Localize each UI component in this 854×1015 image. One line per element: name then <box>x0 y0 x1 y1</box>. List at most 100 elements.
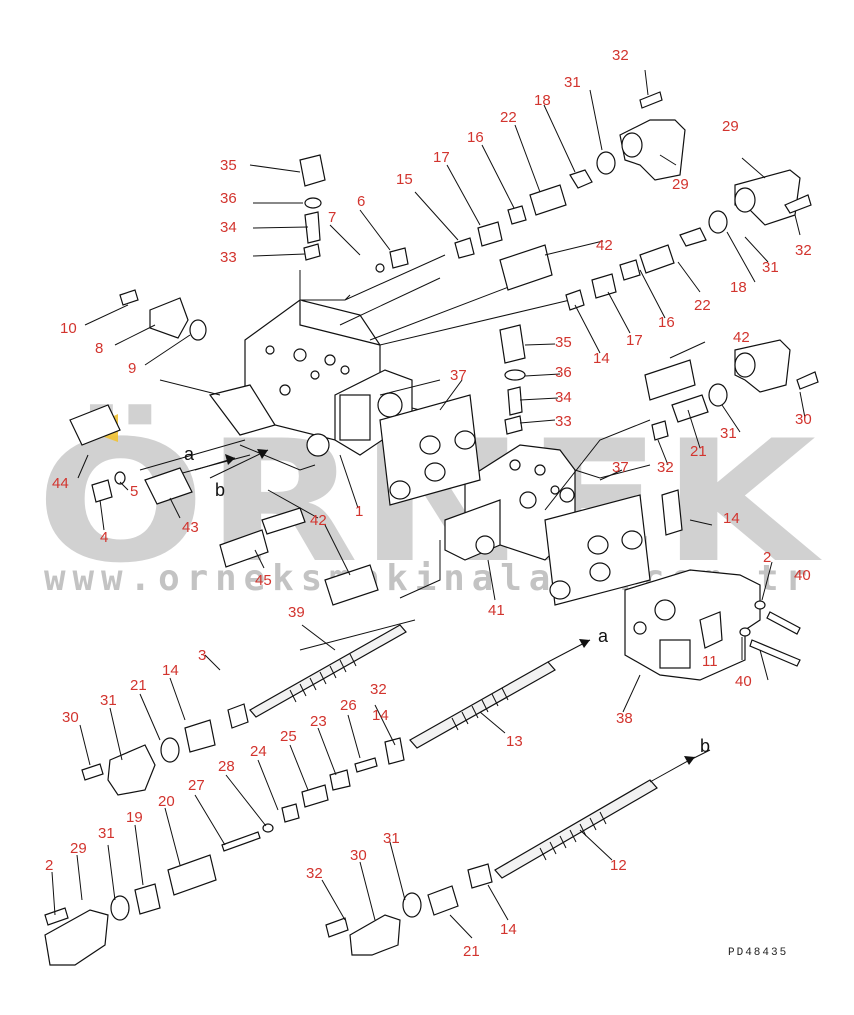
callout-label: 4 <box>100 529 108 546</box>
callout-label: 7 <box>328 209 336 226</box>
flow-label-b: b <box>700 736 710 756</box>
callout-label: 17 <box>433 149 450 166</box>
flow-label-b: b <box>215 480 225 500</box>
callout-label: 30 <box>62 709 79 726</box>
callout-label: 32 <box>306 865 323 882</box>
spool-11 <box>249 624 407 718</box>
callout-label: 32 <box>795 242 812 259</box>
spool-12 <box>494 779 658 879</box>
callout-label: 43 <box>182 519 199 536</box>
callout-label: 31 <box>100 692 117 709</box>
callout-label: 29 <box>722 118 739 135</box>
callout-label: 14 <box>593 350 610 367</box>
callout-label: 34 <box>220 219 237 236</box>
callout-label: 31 <box>564 74 581 91</box>
flow-arrows <box>194 449 696 783</box>
callout-label: 12 <box>610 857 627 874</box>
callout-label: 33 <box>555 413 572 430</box>
callout-label: 31 <box>720 425 737 442</box>
valve-body-3 <box>624 569 761 681</box>
lower-right-parts <box>325 863 493 956</box>
drawing-code: PD48435 <box>728 947 788 959</box>
callout-label: 19 <box>126 809 143 826</box>
callout-label: 45 <box>255 572 272 589</box>
callout-label: 40 <box>794 567 811 584</box>
callout-label: 27 <box>188 777 205 794</box>
right-mid-parts <box>644 339 819 667</box>
callout-label: 14 <box>723 510 740 527</box>
top-right-parts <box>454 91 812 311</box>
callout-label: 36 <box>555 364 572 381</box>
flow-label-a: a <box>598 626 609 646</box>
callout-label: 29 <box>70 840 87 857</box>
gasket-plate-upper <box>379 394 481 506</box>
callout-label: 35 <box>555 334 572 351</box>
callout-label: 8 <box>95 340 103 357</box>
callout-label: 20 <box>158 793 175 810</box>
callout-label: 17 <box>626 332 643 349</box>
callout-label: 13 <box>506 733 523 750</box>
callout-label: 5 <box>130 483 138 500</box>
callout-label: 34 <box>555 389 572 406</box>
callout-label: 30 <box>795 411 812 428</box>
lower-left-parts <box>44 703 405 966</box>
callout-label: 21 <box>130 677 147 694</box>
callout-label: 16 <box>658 314 675 331</box>
callout-label: 22 <box>694 297 711 314</box>
left-parts <box>69 289 379 606</box>
callout-label: 28 <box>218 758 235 775</box>
callout-label: 35 <box>220 157 237 174</box>
callout-label: 23 <box>310 713 327 730</box>
callout-label: 14 <box>162 662 179 679</box>
callout-label: 33 <box>220 249 237 266</box>
callout-label: 2 <box>763 549 771 566</box>
callout-label: 21 <box>463 943 480 960</box>
callout-label: 37 <box>612 459 629 476</box>
callout-label: 30 <box>350 847 367 864</box>
callout-label: 18 <box>730 279 747 296</box>
callout-label: 39 <box>288 604 305 621</box>
callout-label: 36 <box>220 190 237 207</box>
callout-label: 41 <box>488 602 505 619</box>
callout-label: 32 <box>370 681 387 698</box>
callout-label: 14 <box>500 921 517 938</box>
callout-label: 44 <box>52 475 69 492</box>
callout-label: 10 <box>60 320 77 337</box>
callout-label: 14 <box>372 707 389 724</box>
callout-label: 21 <box>690 443 707 460</box>
callout-labels: 32 31 18 22 16 17 29 15 42 35 36 6 7 34 … <box>45 47 812 960</box>
callout-label: 31 <box>383 830 400 847</box>
spool-13 <box>409 661 556 749</box>
callout-label: 29 <box>672 176 689 193</box>
plug-stack-right <box>499 324 526 435</box>
callout-label: 26 <box>340 697 357 714</box>
callout-label: 38 <box>616 710 633 727</box>
callout-label: 2 <box>45 857 53 874</box>
leader-lines <box>51 69 806 939</box>
callout-label: 32 <box>657 459 674 476</box>
callout-label: 40 <box>735 673 752 690</box>
callout-label: 42 <box>733 329 750 346</box>
valve-body-1 <box>208 299 413 471</box>
callout-label: 9 <box>128 360 136 377</box>
callout-label: 6 <box>357 193 365 210</box>
callout-label: 24 <box>250 743 267 760</box>
callout-label: 11 <box>702 653 718 670</box>
callout-label: 42 <box>310 512 327 529</box>
callout-label: 3 <box>198 647 206 664</box>
callout-label: 31 <box>98 825 115 842</box>
callout-label: 16 <box>467 129 484 146</box>
callout-label: 31 <box>762 259 779 276</box>
callout-label: 37 <box>450 367 467 384</box>
flow-label-a: a <box>184 444 195 464</box>
assembly-lines <box>139 254 651 651</box>
callout-label: 22 <box>500 109 517 126</box>
callout-label: 18 <box>534 92 551 109</box>
callout-label: 25 <box>280 728 297 745</box>
callout-label: 42 <box>596 237 613 254</box>
callout-label: 15 <box>396 171 413 188</box>
callout-label: 1 <box>355 503 363 520</box>
callout-label: 32 <box>612 47 629 64</box>
gasket-plate-lower <box>544 494 651 606</box>
